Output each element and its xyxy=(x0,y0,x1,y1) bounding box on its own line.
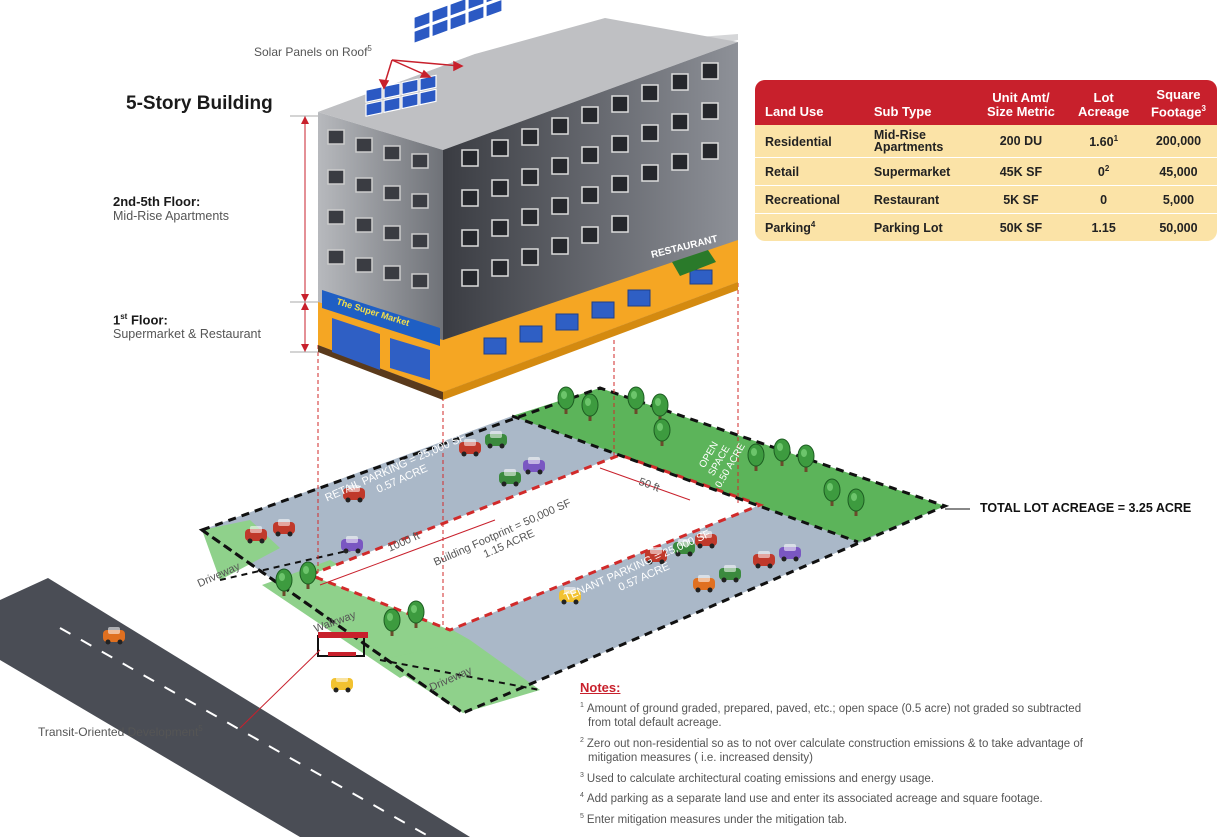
first-floor-label: 1st Floor: Supermarket & Restaurant xyxy=(113,312,261,342)
open-space-area xyxy=(512,388,945,542)
building-title: 5-Story Building xyxy=(126,93,273,114)
building xyxy=(318,18,738,400)
cell-land-use: Recreational xyxy=(755,186,864,215)
upper-floors-label: 2nd-5th Floor: Mid-Rise Apartments xyxy=(113,194,230,223)
cell-sub-type: Parking Lot xyxy=(873,220,943,235)
total-lot-acreage: TOTAL LOT ACREAGE = 3.25 ACRE xyxy=(980,501,1192,515)
tod-label: Transit-Oriented Development5 xyxy=(38,724,203,739)
cell-sqft: 50,000 xyxy=(1159,220,1198,235)
header-land-use: Land Use xyxy=(755,80,864,126)
cell-sub-type: Restaurant xyxy=(863,186,975,215)
cell-land-use: Residential xyxy=(755,125,864,159)
cell-unit: 5K SF xyxy=(974,186,1068,215)
cell-land-use: Parking4 xyxy=(765,220,816,236)
windows-front xyxy=(327,129,429,289)
solar-panels-icon xyxy=(365,0,503,117)
ground-windows xyxy=(483,269,713,355)
car xyxy=(331,675,353,693)
table-header-row: Land Use Sub Type Unit Amt/Size Metric L… xyxy=(755,80,1217,126)
windows-side xyxy=(461,62,719,287)
cell-sqft: 45,000 xyxy=(1139,158,1217,187)
table-row: Recreational Restaurant 5K SF 0 5,000 xyxy=(755,186,1217,215)
cell-acreage: 1.601 xyxy=(1067,125,1140,159)
notes-title: Notes: xyxy=(580,680,621,695)
land-use-table: Land Use Sub Type Unit Amt/Size Metric L… xyxy=(755,80,1217,242)
cell-sqft: 5,000 xyxy=(1139,186,1217,215)
cell-unit: 200 DU xyxy=(974,125,1068,159)
cell-land-use: Retail xyxy=(755,158,864,187)
solar-panels-label: Solar Panels on Roof5 xyxy=(254,44,372,59)
solar-arrows xyxy=(378,59,464,90)
cell-sqft: 200,000 xyxy=(1139,125,1217,159)
cell-unit: 45K SF xyxy=(974,158,1068,187)
green-strip-mid xyxy=(262,560,470,678)
cell-sub-type: Supermarket xyxy=(863,158,975,187)
green-strip-bottom xyxy=(380,640,540,713)
building-footprint xyxy=(305,453,765,632)
cell-acreage: 1.15 xyxy=(1091,221,1116,236)
cell-unit: 50K SF xyxy=(999,220,1043,235)
restaurant-awning xyxy=(672,250,716,276)
cell-acreage: 0 xyxy=(1067,186,1140,215)
table-row: Retail Supermarket 45K SF 02 45,000 xyxy=(755,158,1217,187)
cell-acreage: 02 xyxy=(1067,158,1140,187)
bus-stop-icon xyxy=(317,632,368,657)
supermarket-sign-bg xyxy=(322,290,440,346)
table-row: Parking4 Parking Lot 50K SF 1.15 50,000 xyxy=(755,214,1217,241)
header-sub-type: Sub Type xyxy=(863,80,975,126)
road xyxy=(0,578,470,837)
header-unit-amt: Unit Amt/Size Metric xyxy=(974,80,1068,126)
